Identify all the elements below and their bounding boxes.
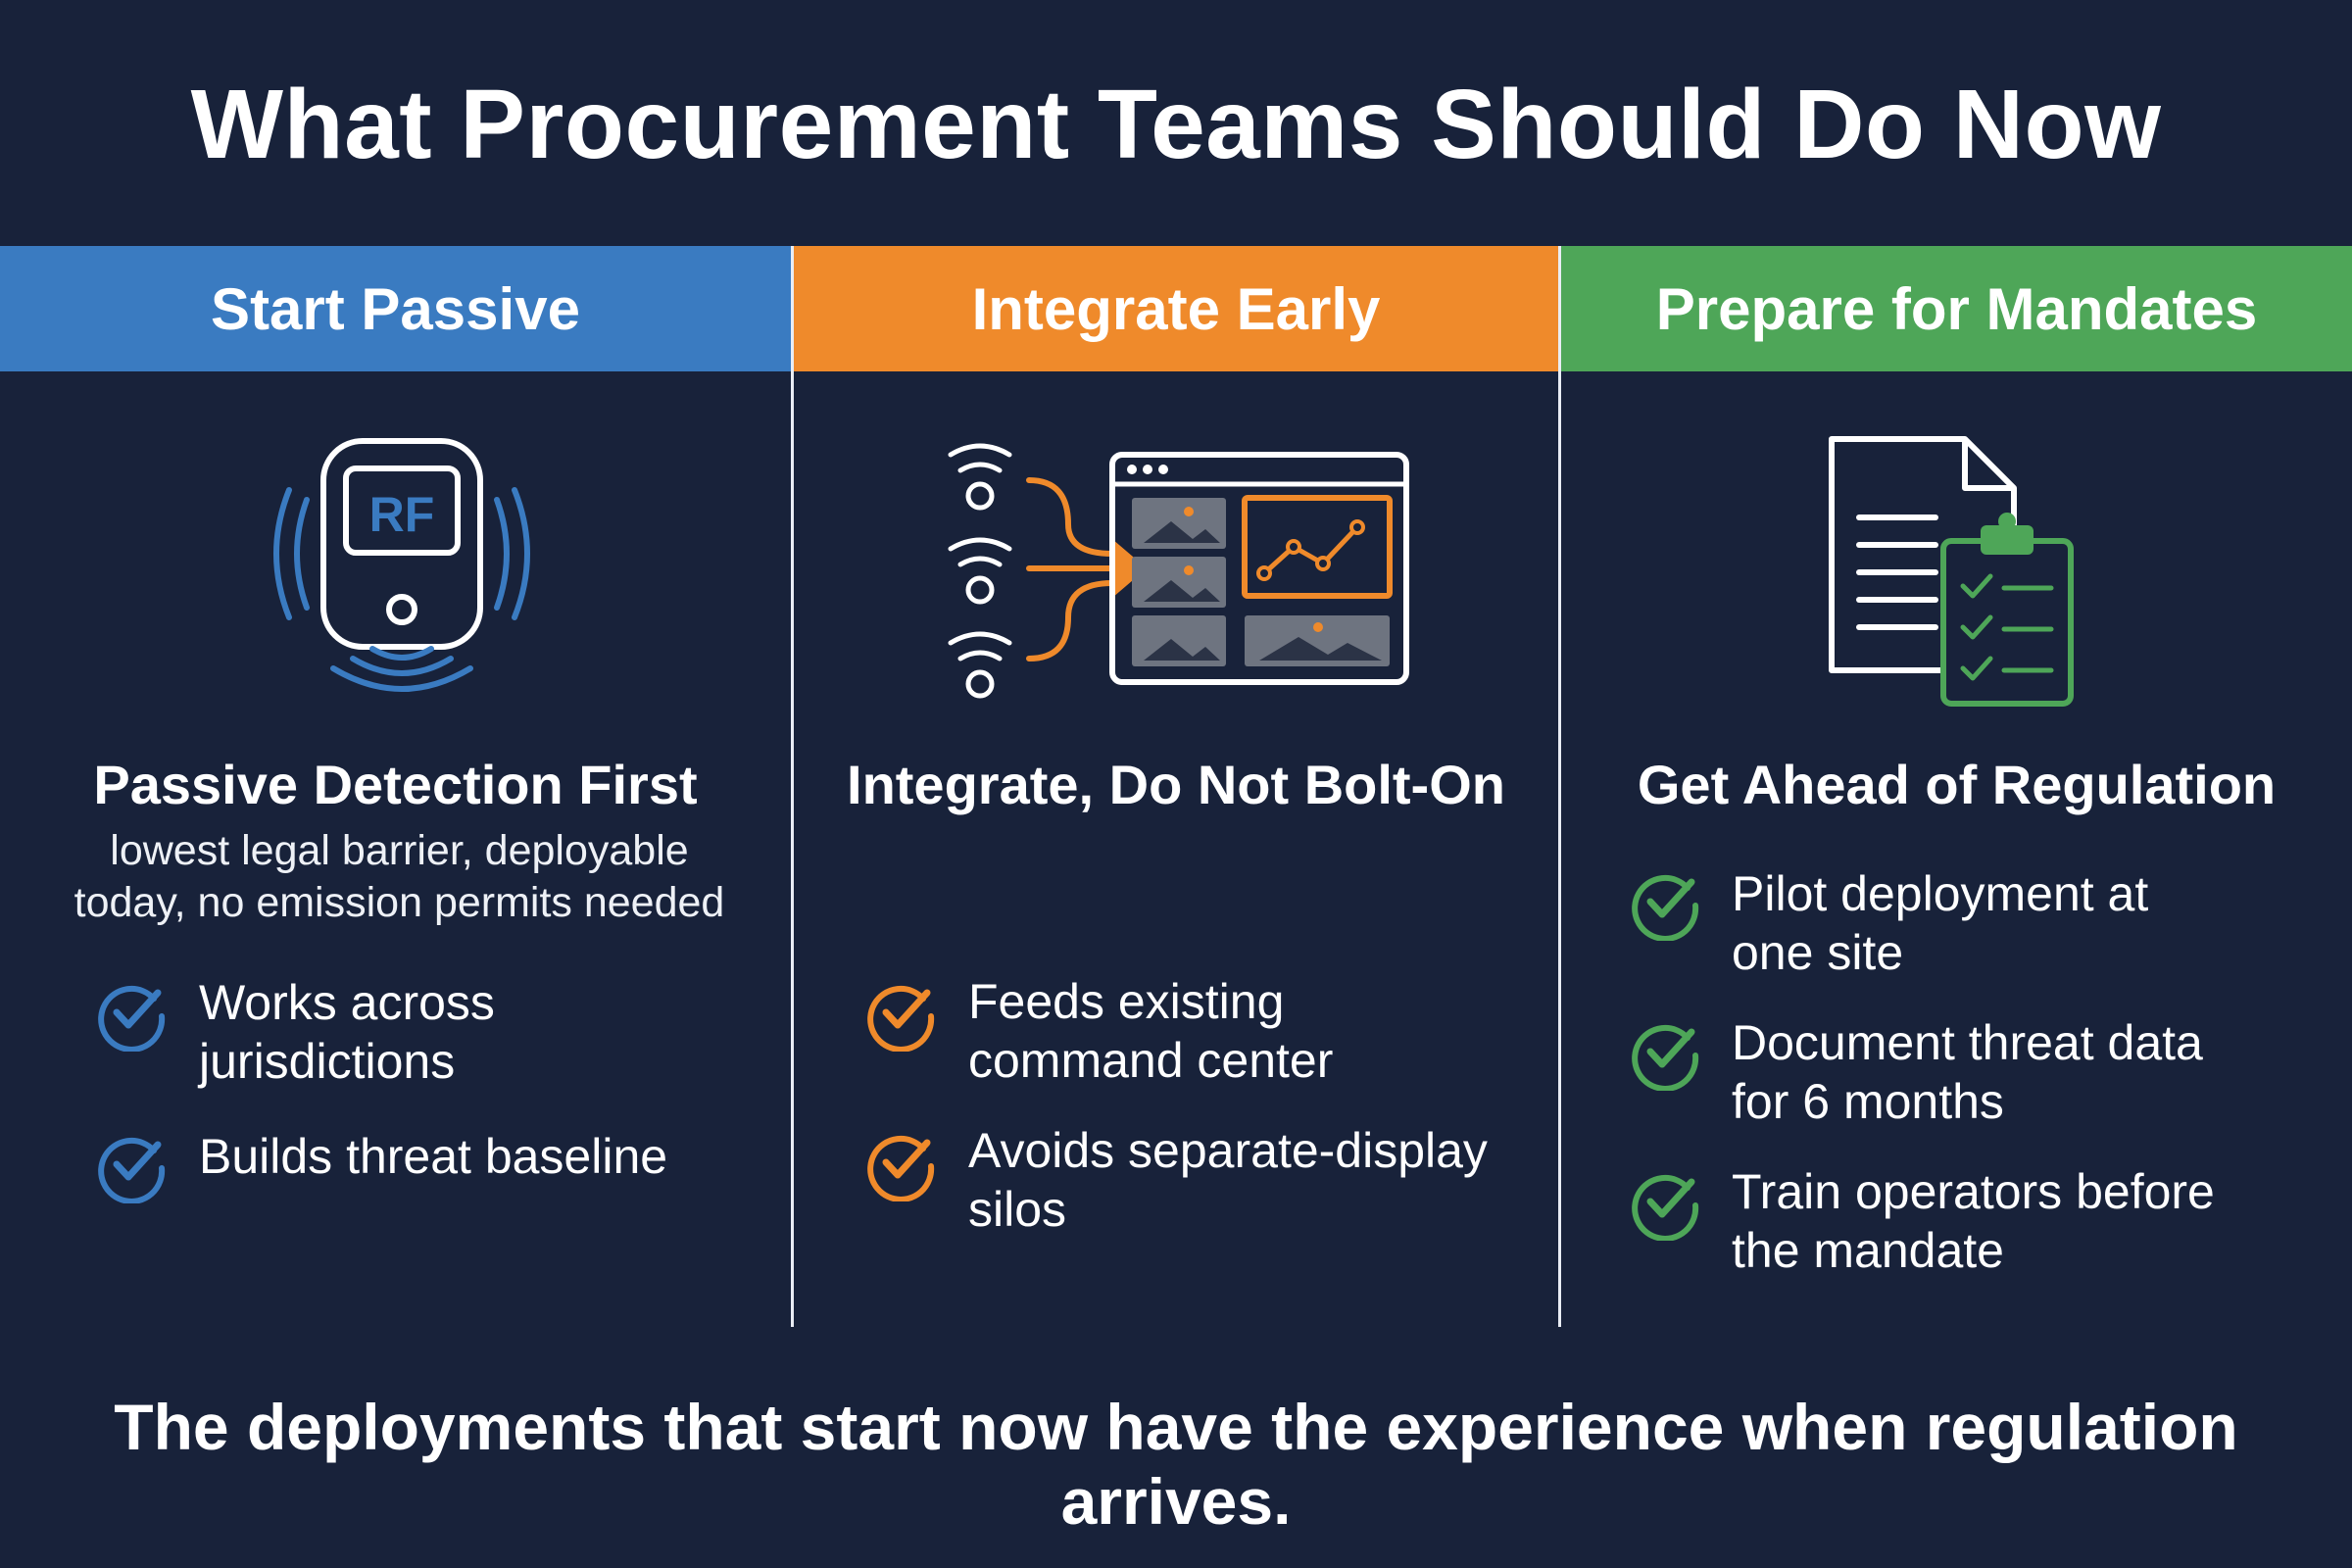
check-circle-icon xyxy=(98,1137,166,1203)
list-item: Builds threat baseline xyxy=(199,1129,668,1184)
column-divider xyxy=(791,246,794,1327)
check-circle-icon xyxy=(1632,1174,1699,1241)
check-circle-icon xyxy=(867,1135,935,1201)
list-item: Pilot deployment at one site xyxy=(1732,866,2149,980)
list-item: Train operators before the mandate xyxy=(1732,1164,2215,1278)
subtitle-line: today, no emission permits needed xyxy=(74,879,725,926)
list-item: Feeds existing command center xyxy=(968,974,1334,1088)
list-item: Avoids separate-display silos xyxy=(968,1123,1488,1237)
check-circle-icon xyxy=(1632,1024,1699,1091)
check-circle-icon xyxy=(1632,874,1699,941)
page-title: What Procurement Teams Should Do Now xyxy=(190,70,2162,179)
column-title-regulation: Get Ahead of Regulation xyxy=(1637,754,2277,815)
column-subtitle: lowest legal barrier, deployable today, … xyxy=(39,825,760,929)
column-title-passive-detection: Passive Detection First xyxy=(93,754,698,815)
check-circle-icon xyxy=(98,985,166,1052)
rf-detector-icon: RF xyxy=(273,438,530,692)
column-divider xyxy=(1558,246,1561,1327)
list-item: Document threat data for 6 months xyxy=(1732,1015,2203,1129)
document-checklist-icon xyxy=(1829,436,2074,707)
footer-statement: The deployments that start now have the … xyxy=(114,1391,2238,1538)
column-header-prepare-mandates: Prepare for Mandates xyxy=(1561,246,2352,371)
signals-to-dashboard-icon xyxy=(948,443,1409,699)
check-circle-icon xyxy=(867,985,935,1052)
subtitle-line: lowest legal barrier, deployable xyxy=(110,827,689,874)
column-header-integrate-early: Integrate Early xyxy=(794,246,1558,371)
list-item: Works across jurisdictions xyxy=(199,975,495,1089)
column-header-start-passive: Start Passive xyxy=(0,246,791,371)
svg-text:RF: RF xyxy=(369,487,435,542)
column-title-integrate: Integrate, Do Not Bolt-On xyxy=(847,754,1505,815)
